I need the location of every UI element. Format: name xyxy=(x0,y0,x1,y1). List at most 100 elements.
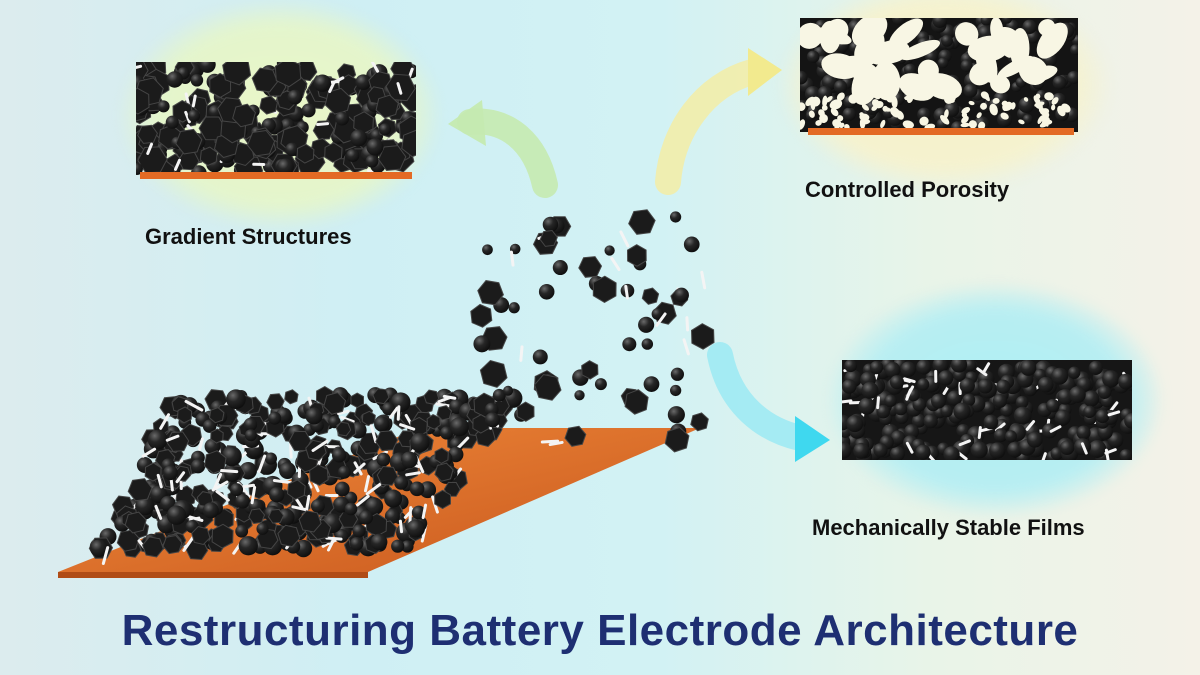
pore xyxy=(800,119,806,130)
pore xyxy=(822,95,828,108)
particle xyxy=(915,444,931,460)
crystal xyxy=(401,129,416,158)
particle xyxy=(574,390,585,401)
pore xyxy=(997,55,1034,79)
particle xyxy=(391,539,405,553)
binder-fiber xyxy=(173,158,182,171)
pore xyxy=(891,99,897,109)
particle xyxy=(378,123,392,136)
binder-fiber xyxy=(408,506,413,524)
binder-fiber xyxy=(215,490,230,502)
particle xyxy=(858,397,876,415)
binder-fiber xyxy=(184,92,190,106)
particle xyxy=(941,34,953,47)
crystal xyxy=(378,145,407,172)
particle xyxy=(892,18,906,25)
particle xyxy=(331,448,347,463)
particle xyxy=(904,424,920,440)
particle xyxy=(492,388,506,402)
binder-fiber xyxy=(905,441,914,454)
particle xyxy=(894,402,908,416)
pore xyxy=(856,97,868,104)
binder-fiber xyxy=(136,64,143,69)
particle xyxy=(1054,409,1071,426)
binder-fiber xyxy=(101,546,110,565)
particle xyxy=(1118,373,1132,390)
crystal xyxy=(361,410,376,427)
pore xyxy=(800,102,806,111)
binder-fiber xyxy=(982,362,991,374)
particle xyxy=(1070,44,1078,56)
crystal xyxy=(628,209,656,235)
pore xyxy=(836,92,845,101)
particle xyxy=(224,466,241,482)
particle xyxy=(876,404,891,419)
pore xyxy=(961,115,969,124)
particle xyxy=(916,360,932,375)
binder-fiber xyxy=(365,482,383,496)
particle xyxy=(931,393,946,409)
particle xyxy=(366,138,384,156)
pore xyxy=(825,96,833,103)
binder-fiber xyxy=(1107,410,1121,417)
particle xyxy=(384,508,400,524)
crystal xyxy=(176,406,193,424)
pore xyxy=(805,96,815,107)
particle xyxy=(800,70,808,85)
pore xyxy=(900,39,941,61)
binder-fiber xyxy=(304,494,311,513)
crystal xyxy=(564,425,587,447)
crystal xyxy=(470,303,493,328)
flying-particles xyxy=(470,209,715,453)
pore xyxy=(830,108,839,117)
crystal xyxy=(350,392,364,409)
pore xyxy=(902,120,914,129)
particle xyxy=(244,429,257,442)
binder-fiber xyxy=(220,469,239,474)
binder-fiber xyxy=(141,447,157,458)
particle xyxy=(806,50,820,63)
binder-fiber xyxy=(250,485,257,505)
particle xyxy=(1037,376,1054,393)
particle xyxy=(230,483,244,497)
binder-fiber xyxy=(509,250,515,267)
particle xyxy=(943,446,960,460)
particle xyxy=(1001,18,1013,24)
particle xyxy=(370,533,388,551)
crystal xyxy=(298,510,322,533)
particle xyxy=(1059,440,1075,456)
pore xyxy=(907,95,914,104)
crystal xyxy=(335,421,352,437)
particle xyxy=(674,287,689,303)
pore xyxy=(888,18,924,49)
particle xyxy=(959,377,975,394)
binder-fiber xyxy=(1049,425,1062,433)
crystal xyxy=(539,229,558,247)
binder-fiber xyxy=(291,505,308,512)
crystal xyxy=(136,87,150,115)
crystal xyxy=(199,146,218,166)
particle xyxy=(135,496,155,516)
particle xyxy=(1020,360,1037,376)
particle xyxy=(406,519,425,538)
particle xyxy=(1068,366,1081,379)
binder-fiber xyxy=(212,472,223,491)
particle xyxy=(400,451,418,469)
particle xyxy=(1022,114,1033,125)
pore xyxy=(856,25,878,50)
particle xyxy=(869,360,884,375)
particle xyxy=(287,89,303,105)
pore xyxy=(1038,19,1056,36)
pore xyxy=(982,91,990,102)
particle xyxy=(235,493,251,509)
particle xyxy=(844,360,857,373)
crystal xyxy=(534,374,562,401)
binder-fiber xyxy=(182,535,196,552)
crystal xyxy=(141,536,164,558)
particle xyxy=(1083,405,1096,419)
particle xyxy=(542,216,559,233)
crystal xyxy=(137,124,158,144)
pore xyxy=(808,110,815,118)
crystal xyxy=(372,388,390,405)
